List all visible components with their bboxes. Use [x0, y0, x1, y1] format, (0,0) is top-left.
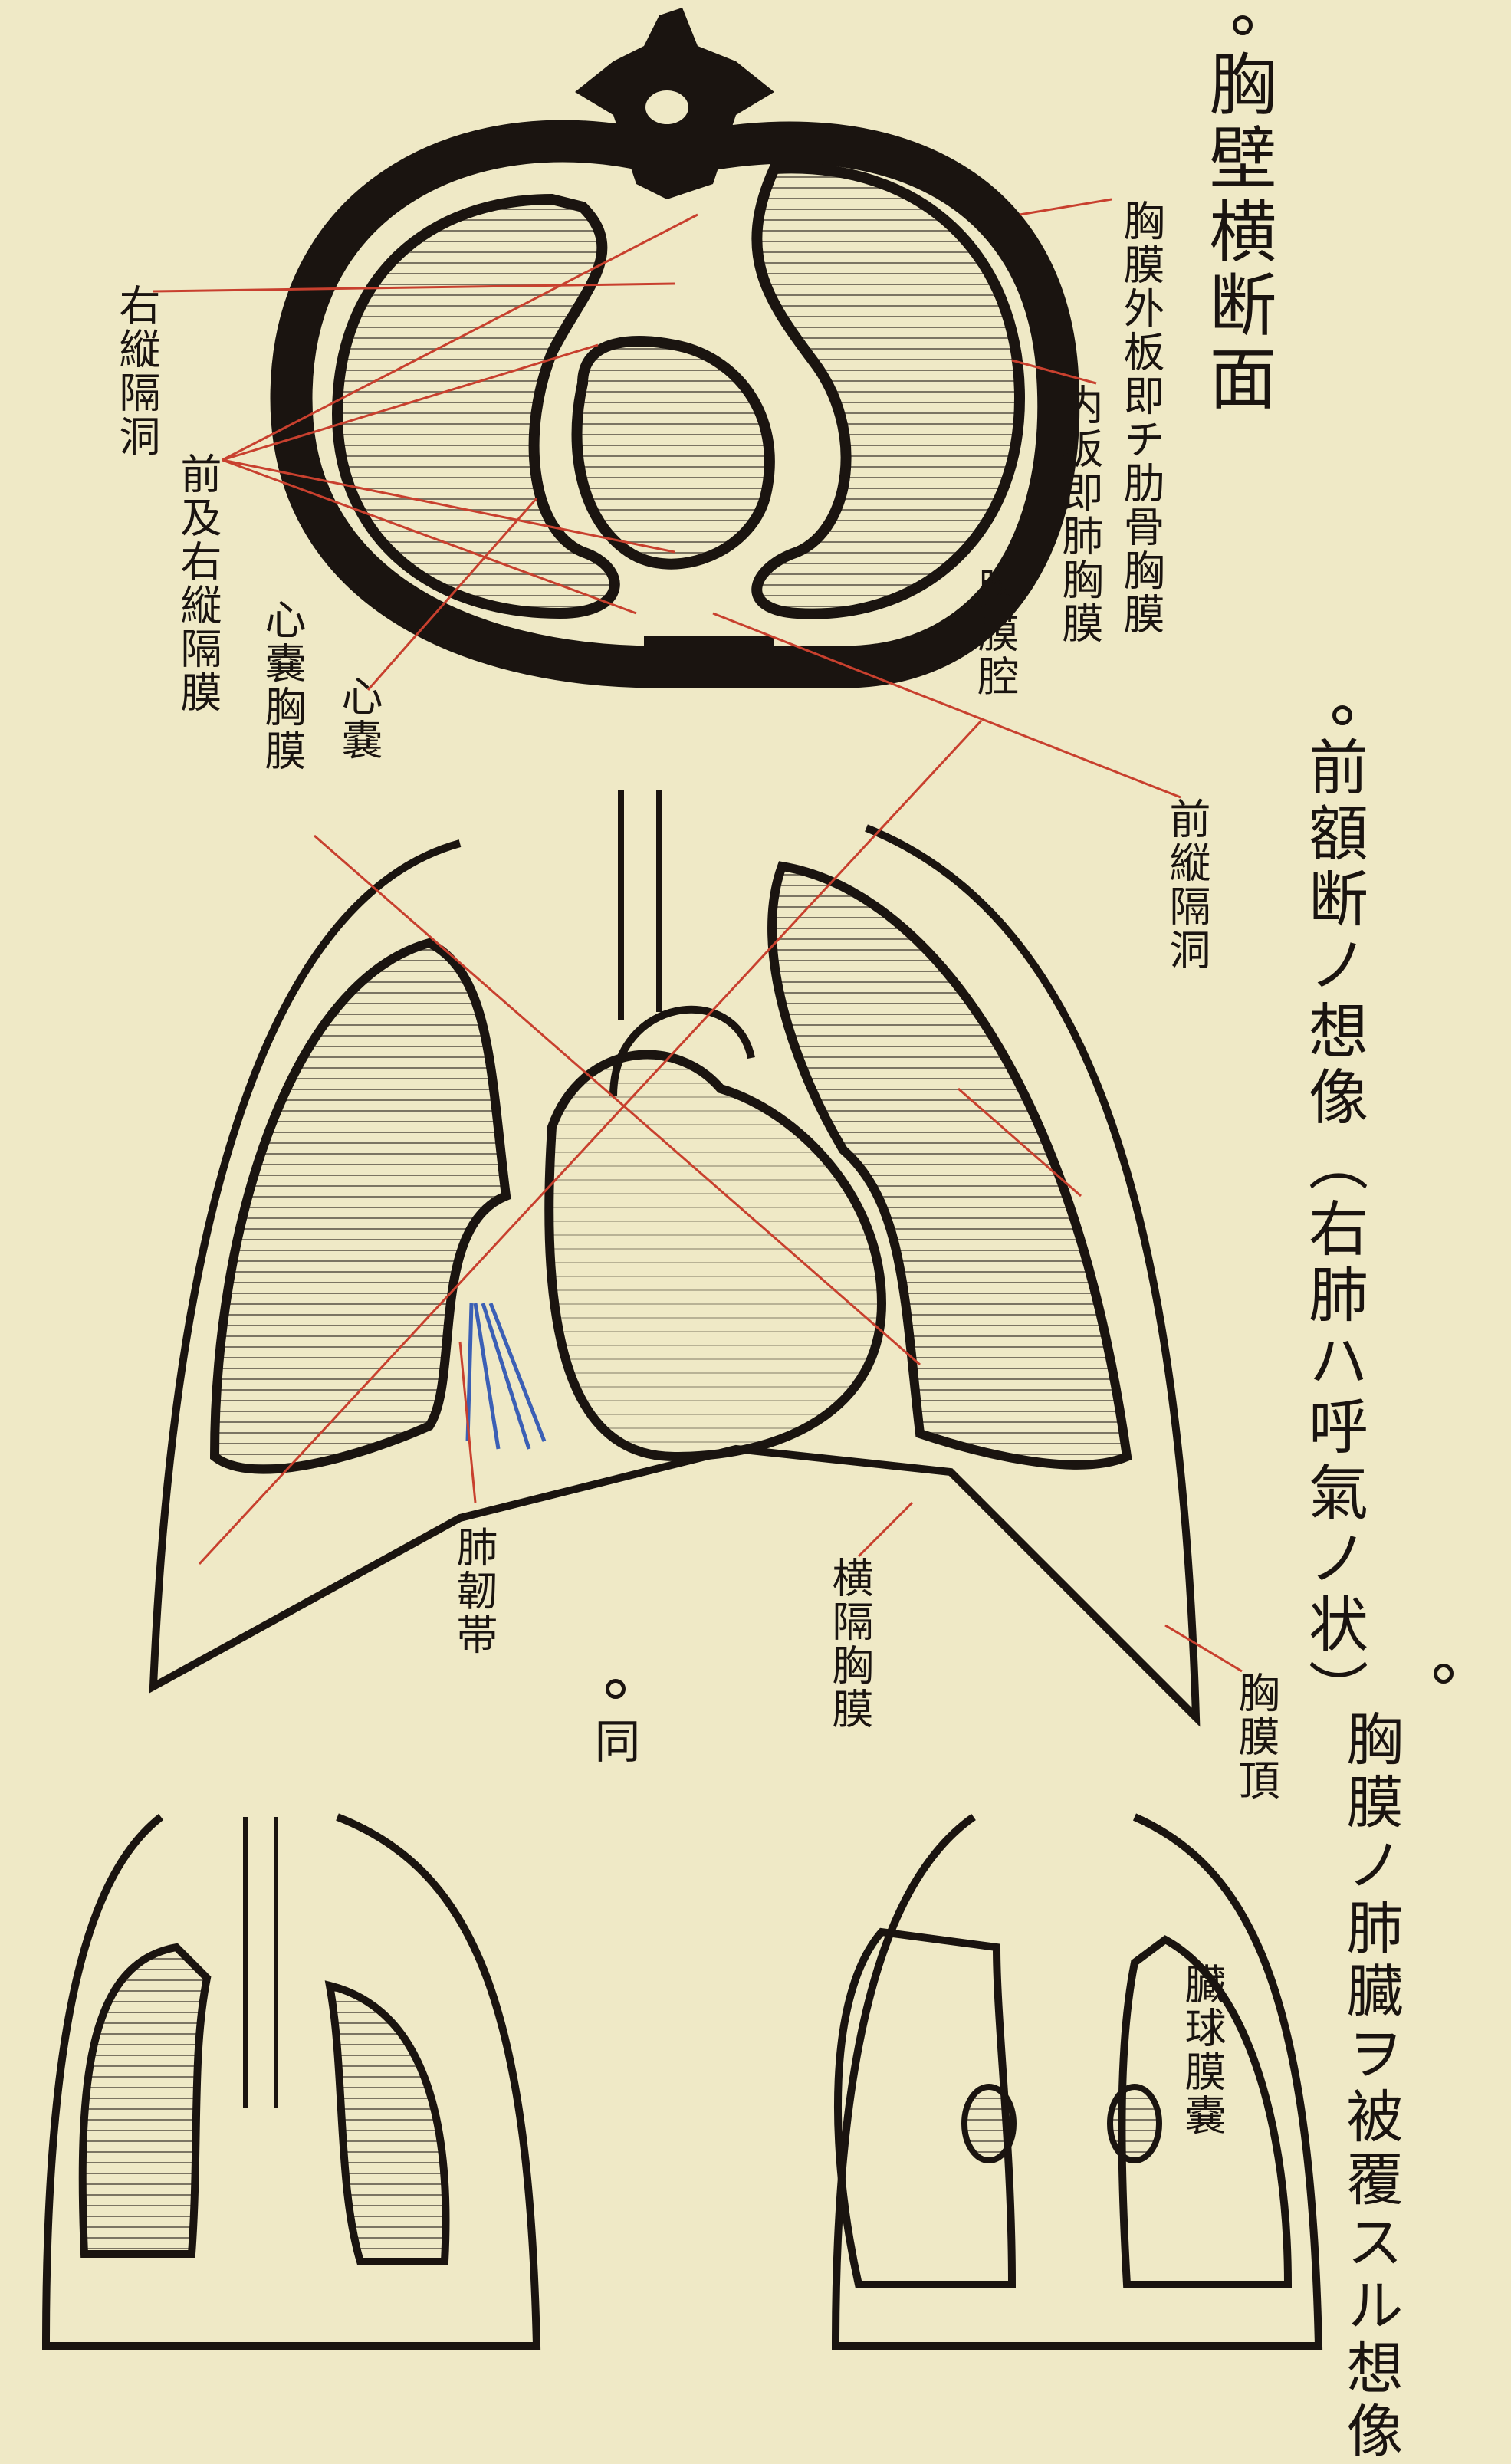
label-pleural-cavity: 胸膜腔	[974, 567, 1015, 698]
heading-marker	[1434, 1664, 1454, 1684]
pulmonary-ligament-fibers	[468, 1303, 544, 1449]
label-pulmonary-ligament: 肺韌帯	[452, 1526, 494, 1657]
thorax-cross-section	[291, 8, 1059, 667]
vertebra	[575, 8, 774, 199]
covering-heading: 胸膜ノ肺臓ヲ被覆スル想像	[1342, 1710, 1398, 2354]
label-pericardium: 心嚢	[337, 675, 379, 762]
trachea	[621, 790, 659, 1020]
label-pleural-cupola: 胸膜頂	[1234, 1671, 1276, 1802]
label-pleura-inner: 内板即肺胸膜	[1058, 383, 1099, 646]
label-pleura-outer: 胸膜外板即チ肋骨胸膜	[1119, 199, 1161, 636]
same-heading: 同	[590, 1717, 636, 1766]
pleura-covering-right	[836, 1817, 1319, 2346]
label-right-mediastinal-space: 右縦隔洞	[115, 284, 156, 458]
heading-marker	[1233, 15, 1253, 35]
label-diaphragmatic-pleura: 横隔胸膜	[828, 1556, 869, 1731]
label-anterior-mediastinal-space: 前縦隔洞	[1165, 797, 1207, 972]
frontal-section-heading: 前額断ノ想像（右肺ハ呼氣ノ状）	[1303, 736, 1363, 1725]
label-visceral-sac: 臓球膜嚢	[1181, 1963, 1222, 2137]
label-anterior-right-mediastinal-pleura: 前及右縦隔膜	[176, 452, 218, 715]
label-pericardial-pleura: 心嚢胸膜	[261, 598, 302, 773]
right-pleural-sac-cross	[757, 168, 1020, 613]
heading-marker	[1332, 705, 1352, 725]
pleura-covering-left	[46, 1817, 537, 2346]
cross-section-heading: 胸壁横断面	[1204, 49, 1271, 417]
heart-cross-section	[577, 341, 770, 564]
anatomical-illustration	[0, 0, 1511, 2386]
frontal-section	[153, 790, 1196, 1717]
heading-marker	[606, 1679, 626, 1699]
left-pleural-sac-cross	[337, 199, 615, 613]
